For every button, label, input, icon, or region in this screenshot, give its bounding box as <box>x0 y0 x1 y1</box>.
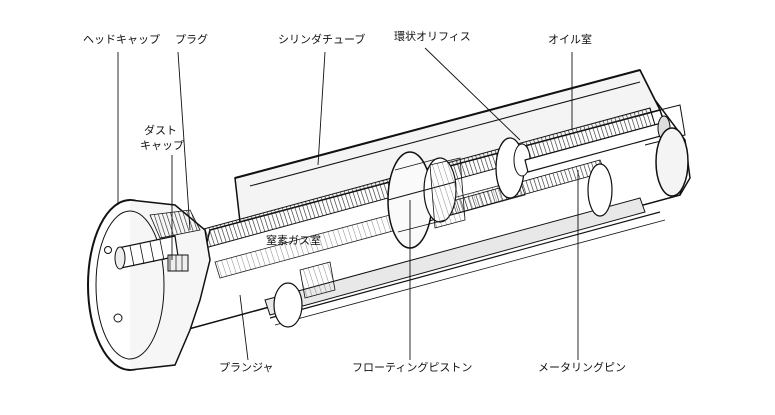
label-plunger: プランジャ <box>219 361 274 374</box>
head-cap <box>87 199 211 371</box>
cylinder-tube <box>234 69 662 223</box>
label-nitrogen-chamber: 窒素ガス室 <box>266 234 321 247</box>
label-cylinder-tube: シリンダチューブ <box>278 33 366 46</box>
right-end-cap <box>639 69 691 197</box>
leader-plunger <box>239 294 249 361</box>
leader-annular-orifice <box>424 47 521 141</box>
label-annular-orifice: 環状オリフィス <box>394 30 471 43</box>
leader-cylinder-tube <box>317 51 326 166</box>
dust-cap <box>167 254 189 272</box>
label-metering-pin: メータリングピン <box>538 361 626 374</box>
label-floating-piston: フローティングピストン <box>352 361 473 374</box>
label-plug: プラグ <box>175 33 208 46</box>
leader-plug <box>177 51 191 231</box>
plunger-tube <box>264 197 646 328</box>
label-head-cap: ヘッドキャップ <box>83 33 160 46</box>
orifice-region <box>495 137 613 217</box>
label-dust-cap-line2: キャップ <box>140 139 184 152</box>
label-oil-chamber: オイル室 <box>548 33 592 46</box>
label-dust-cap-line1: ダスト <box>144 124 177 137</box>
leader-lines <box>117 47 579 361</box>
